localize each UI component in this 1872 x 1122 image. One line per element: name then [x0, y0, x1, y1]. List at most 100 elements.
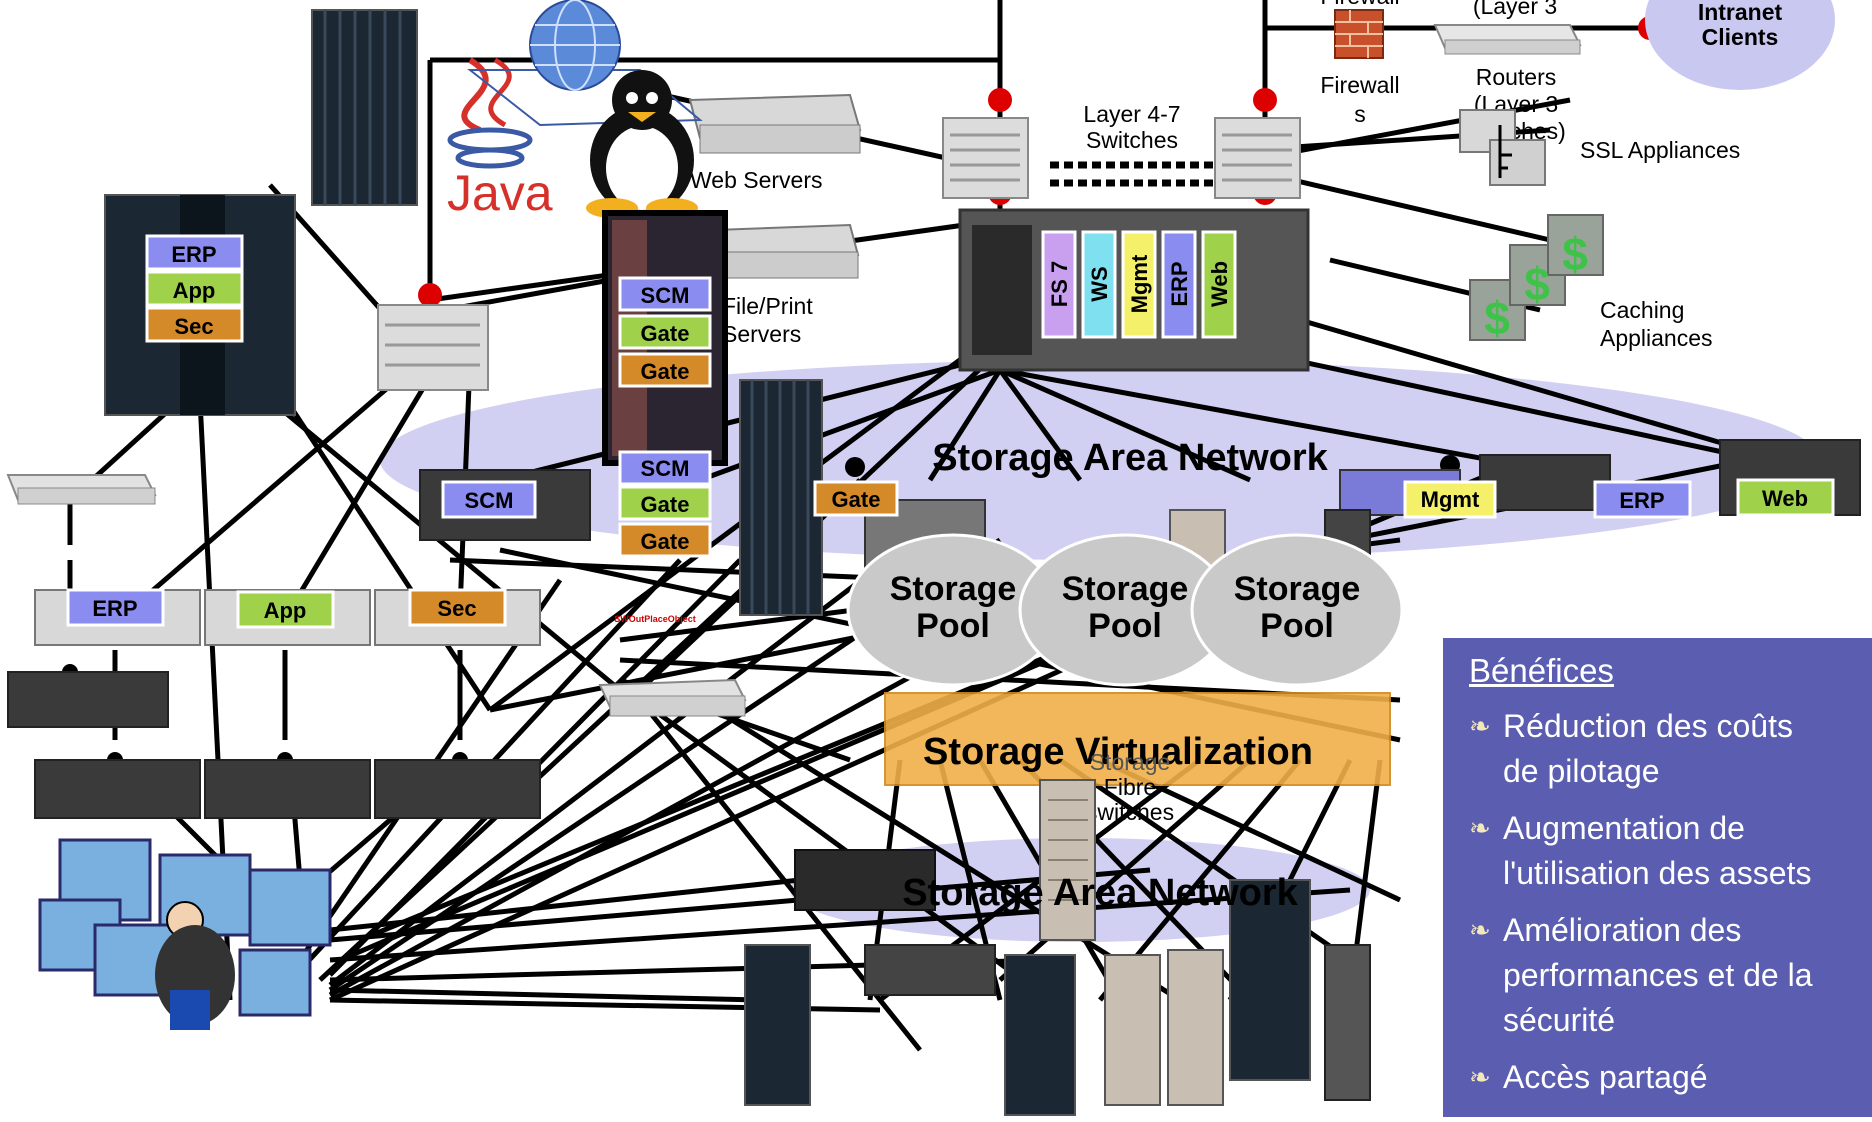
storage-pool-3 — [1190, 533, 1404, 687]
svg-text:Mgmt: Mgmt — [1421, 487, 1480, 512]
tag-mainframe-app: App — [145, 270, 244, 307]
fibre-switch-label-1: Storage — [1090, 749, 1171, 775]
dashed-links — [1050, 161, 1230, 187]
tag-blade-ws: WS — [1081, 230, 1117, 339]
fileprint-label-1: File/Print — [722, 293, 813, 319]
storage-pool-1-label-a: Storage — [890, 570, 1017, 608]
svg-text:Gate: Gate — [641, 321, 690, 346]
san-top-label: Storage Area Network — [932, 437, 1328, 479]
leaf-bullet-icon: ❧ — [1469, 711, 1491, 741]
intranet-clients-bubble — [1645, 0, 1835, 90]
intranet-label: Intranet — [1698, 0, 1783, 25]
benefit-item-4: ❧Accès partagé — [1469, 1055, 1872, 1100]
svg-text:Gate: Gate — [832, 487, 881, 512]
tag-san-web: Web — [1736, 478, 1835, 517]
layer3-top-label: (Layer 3 — [1473, 0, 1557, 19]
storage-pool-2-label-a: Storage — [1062, 570, 1189, 608]
gate-rack-icon — [739, 379, 823, 616]
svg-text:FS 7: FS 7 — [1047, 261, 1072, 307]
svg-text:App: App — [264, 598, 307, 623]
svg-text:Gate: Gate — [641, 359, 690, 384]
tag-san-gate-4: Gate — [618, 522, 712, 558]
tag-san-scm-2: SCM — [618, 450, 712, 486]
svg-text:Gate: Gate — [641, 492, 690, 517]
tag-san-gate: Gate — [813, 480, 899, 517]
svg-text:Sec: Sec — [174, 314, 213, 339]
firewalls-label-2: s — [1354, 101, 1366, 127]
storage-virtualization-bar — [884, 692, 1391, 786]
fibre-switch-label-3: switches — [1086, 799, 1174, 825]
san-bottom-label: Storage Area Network — [902, 872, 1298, 914]
firewalls-label-1: Firewall — [1320, 72, 1399, 98]
java-logo-icon: Java — [447, 57, 553, 221]
svg-text:ERP: ERP — [92, 596, 137, 621]
tag-rack-scm: SCM — [618, 276, 712, 312]
fileprint-label-2: Servers — [722, 321, 801, 347]
layer47-label-2: Switches — [1086, 127, 1178, 153]
tag-san-scm: SCM — [441, 480, 537, 519]
svg-text:Sec: Sec — [437, 596, 476, 621]
tag-mainframe-sec: Sec — [145, 306, 244, 343]
svg-text:SCM: SCM — [641, 283, 690, 308]
router-device-icon — [1433, 24, 1582, 55]
svg-text:WS: WS — [1087, 266, 1112, 301]
svg-text:ERP: ERP — [171, 242, 216, 267]
web-servers-label: Web Servers — [690, 167, 823, 193]
tag-blade-erp: ERP — [1161, 230, 1197, 339]
tag-rack-gate-2: Gate — [618, 352, 712, 388]
layer47-switch-right-icon — [1214, 117, 1301, 199]
blade-role-tags: FS 7 WS Mgmt ERP Web — [1041, 230, 1237, 339]
caching-label-2: Appliances — [1600, 325, 1713, 351]
svg-text:Gate: Gate — [641, 529, 690, 554]
svg-text:$: $ — [1524, 258, 1550, 310]
svg-text:$: $ — [1562, 228, 1588, 280]
edge-switch-icon — [6, 474, 157, 505]
caching-appliances-icon: $ $ $ — [1469, 214, 1604, 344]
benefits-title: Bénéfices — [1469, 652, 1614, 689]
user-workstations-icon — [38, 838, 332, 1030]
access-switch-icon — [598, 678, 747, 717]
svg-text:SCM: SCM — [465, 488, 514, 513]
leaf-bullet-icon: ❧ — [1469, 1062, 1491, 1092]
clients-label: Clients — [1702, 24, 1779, 50]
tag-blade-fs7: FS 7 — [1041, 230, 1077, 339]
outplace-object-label: SWOutPlaceObject — [614, 614, 696, 624]
storage-pool-3-label-a: Storage — [1234, 570, 1361, 608]
svg-text:Mgmt: Mgmt — [1127, 254, 1152, 313]
fibre-switch-label-2: Fibre — [1104, 774, 1156, 800]
core-switch-icon — [377, 304, 489, 391]
storage-pool-2-label-b: Pool — [1088, 607, 1162, 645]
web-servers-icon — [688, 93, 862, 154]
linux-penguin-icon — [586, 70, 698, 218]
storage-pool-3-label-b: Pool — [1260, 607, 1334, 645]
caching-label-1: Caching — [1600, 297, 1684, 323]
tag-san-erp: ERP — [1593, 480, 1692, 519]
svg-text:SCM: SCM — [641, 456, 690, 481]
java-label: Java — [447, 165, 553, 221]
firewall-top-label: Firewall — [1320, 0, 1399, 9]
role-tags: ERP App Sec SCM Gate Gate SCM Gate Gate … — [66, 234, 1835, 629]
firewall-brick-icon — [1334, 9, 1384, 59]
tag-rack-gate-1: Gate — [618, 314, 712, 350]
svg-text:$: $ — [1484, 292, 1510, 344]
tag-san-gate-3: Gate — [618, 485, 712, 521]
tag-row-sec: Sec — [408, 588, 507, 627]
tag-san-mgmt: Mgmt — [1403, 480, 1497, 519]
tag-row-erp: ERP — [66, 588, 165, 627]
tag-mainframe-erp: ERP — [145, 234, 244, 271]
fileprint-servers-icon — [713, 223, 860, 279]
leaf-bullet-icon: ❧ — [1469, 813, 1491, 843]
storage-pool-1-label-b: Pool — [916, 607, 990, 645]
svg-text:ERP: ERP — [1167, 261, 1192, 306]
svg-text:App: App — [173, 278, 216, 303]
leaf-bullet-icon: ❧ — [1469, 915, 1491, 945]
storage-pools — [846, 533, 1404, 687]
tag-row-app: App — [236, 590, 335, 629]
tag-blade-mgmt: Mgmt — [1121, 230, 1157, 339]
